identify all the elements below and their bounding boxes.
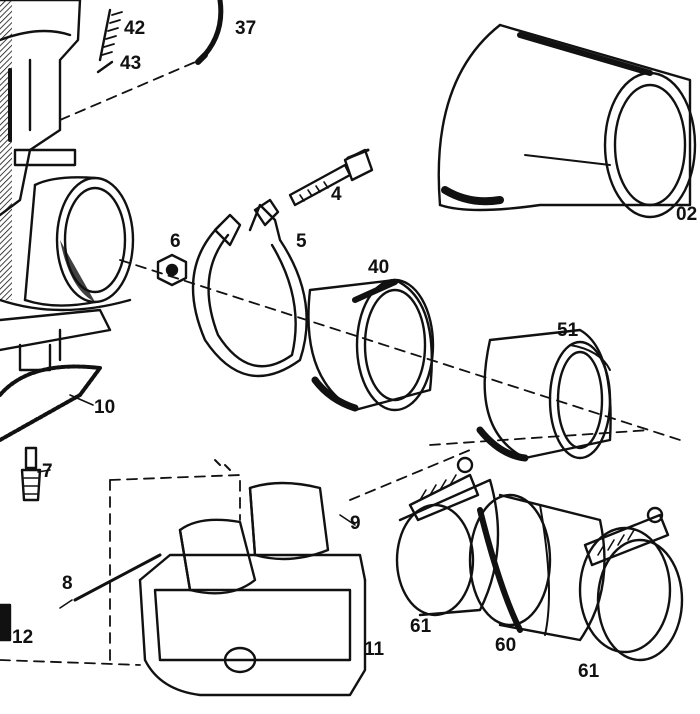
callout-02: 02 (676, 204, 698, 225)
callout-61-left: 61 (410, 616, 432, 637)
bolt-4 (288, 148, 374, 207)
hose-clamp-61-left (395, 456, 500, 617)
sleeve-51 (476, 328, 612, 462)
callout-43: 43 (120, 53, 142, 74)
callout-11: 11 (364, 639, 385, 660)
jet-7 (20, 446, 42, 502)
float-bowl-11 (138, 459, 367, 697)
callout-10: 10 (94, 397, 116, 418)
cable-37 (197, 0, 224, 63)
clamp-5 (191, 198, 308, 378)
callout-40: 40 (368, 257, 390, 278)
carburetor-body (0, 0, 132, 372)
leader-lines (37, 394, 356, 609)
carb-intake-ring (23, 176, 135, 307)
callout-8: 8 (62, 573, 73, 594)
callout-61-right: 61 (578, 661, 600, 682)
part-12 (0, 603, 12, 642)
sleeve-40 (307, 278, 435, 412)
callout-12: 12 (12, 627, 34, 648)
rubber-sleeve-60 (468, 493, 606, 642)
callout-5: 5 (296, 231, 307, 252)
callout-60: 60 (495, 635, 517, 656)
callout-7: 7 (42, 461, 53, 482)
callout-4: 4 (331, 184, 342, 205)
rubber-boot-02 (437, 23, 697, 219)
assembly-axis-lines (0, 59, 681, 666)
callout-6: 6 (170, 231, 181, 252)
spring-42 (98, 8, 123, 62)
callout-37: 37 (235, 18, 257, 39)
callout-9: 9 (350, 513, 361, 534)
hose-clamp-61-right (578, 506, 684, 662)
nut-6 (156, 253, 188, 287)
clip-43 (96, 60, 114, 74)
callout-51: 51 (557, 320, 579, 341)
gasket-10 (0, 364, 102, 442)
pin-8 (73, 553, 162, 602)
callout-42: 42 (124, 18, 146, 39)
